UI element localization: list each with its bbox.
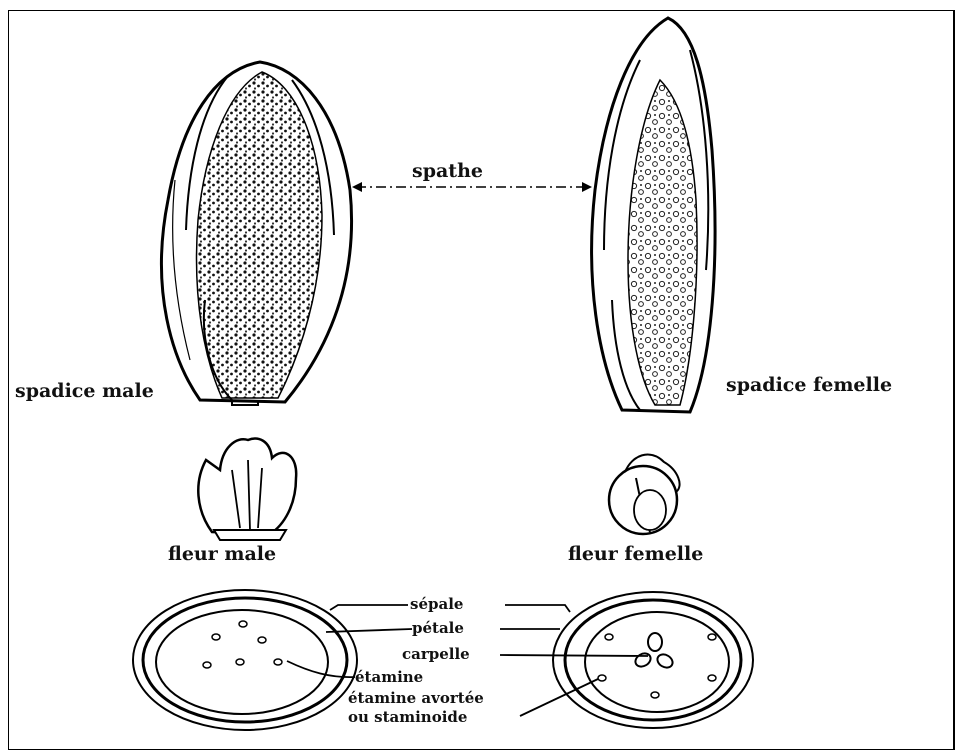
label-staminoide: ou staminoide <box>348 709 467 725</box>
label-etamine-avortee: étamine avortée <box>348 690 484 706</box>
label-sepale: sépale <box>410 596 463 612</box>
label-etamine: étamine <box>355 669 423 685</box>
diagramme-fleur-male <box>133 590 357 730</box>
spadice-male-drawing <box>161 62 351 405</box>
label-spadice-femelle: spadice femelle <box>726 374 892 396</box>
spadice-femelle-drawing <box>592 18 715 412</box>
label-fleur-femelle: fleur femelle <box>568 543 703 565</box>
label-spadice-male: spadice male <box>15 380 154 402</box>
label-fleur-male: fleur male <box>168 543 276 565</box>
fleur-femelle-drawing <box>609 455 680 534</box>
label-petale: pétale <box>412 620 464 636</box>
label-carpelle: carpelle <box>402 646 470 662</box>
label-spathe: spathe <box>412 160 483 182</box>
spathe-leader <box>352 182 592 192</box>
diagramme-fleur-femelle <box>553 592 753 728</box>
fleur-male-drawing <box>198 439 296 540</box>
